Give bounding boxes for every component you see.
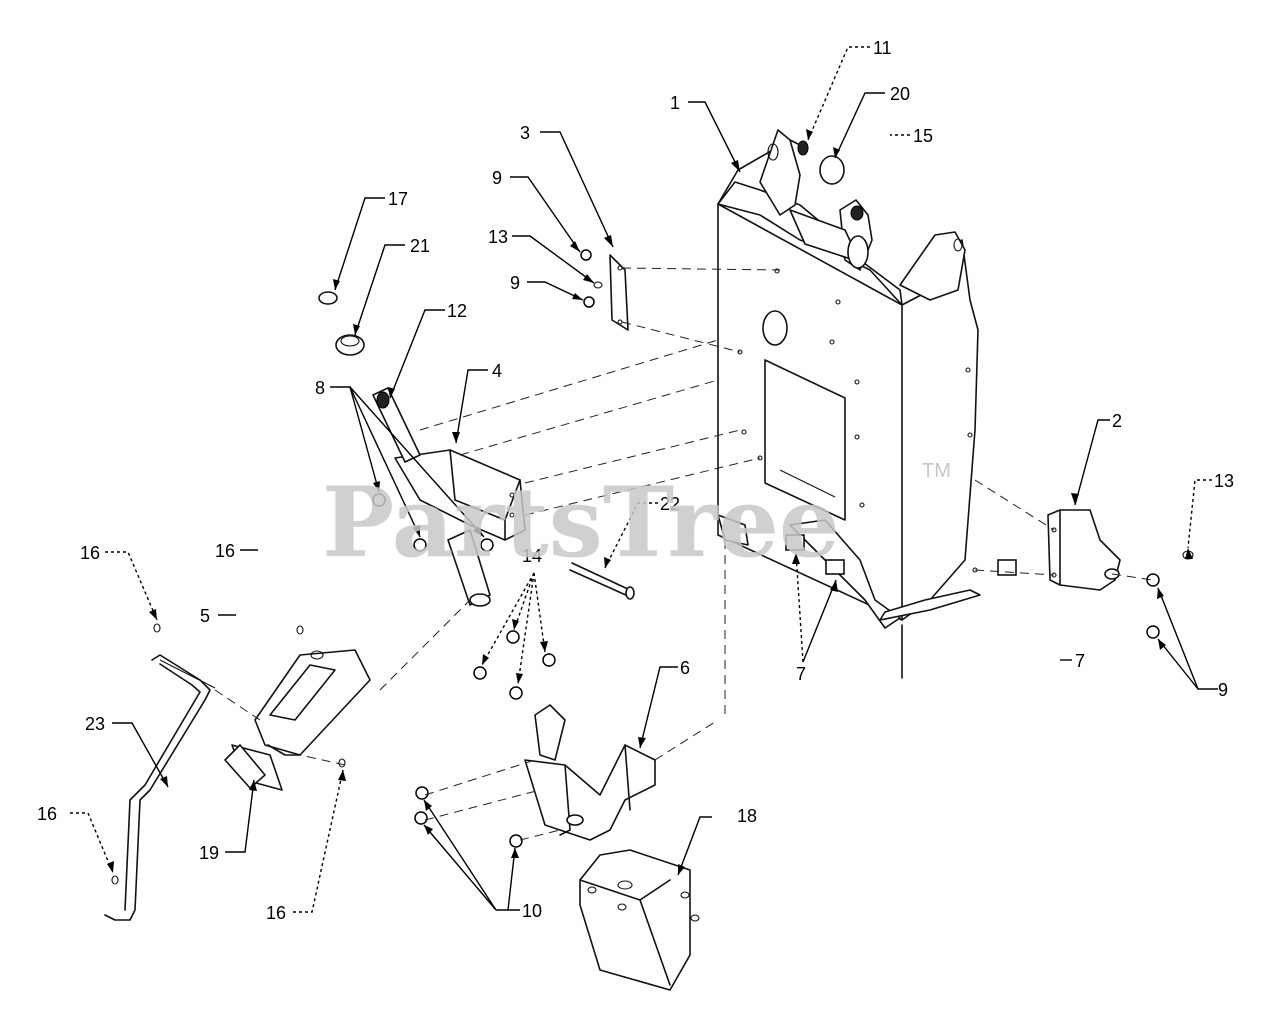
callout-18: 18 [737,806,757,826]
callout-11: 11 [873,38,892,58]
callout-12: 12 [447,301,467,321]
plate-part-3 [609,254,629,331]
callout-8: 8 [315,378,325,398]
pin-part-22 [569,562,635,600]
rod-part-23 [104,654,216,921]
bracket-part-4 [394,449,526,541]
callout-9-top: 9 [492,168,502,188]
bracket-part-6 [524,704,656,841]
block-part-18 [579,849,700,991]
callout-7-lower: 7 [796,664,806,684]
callout-10: 10 [522,901,542,921]
callout-14: 14 [522,546,542,566]
watermark-text: PartsTree [322,466,840,579]
callout-3: 3 [520,123,530,143]
callout-23: 23 [85,714,105,734]
arrowheads [107,129,1193,875]
assembly-lines [214,267,1154,841]
leader-lines [70,46,1218,913]
hardware-group [111,140,1194,885]
callout-17: 17 [388,189,408,209]
callout-7-right: 7 [1075,651,1085,671]
callout-16-lower: 16 [37,804,57,824]
bracket-part-2 [1047,509,1121,591]
pedal-part-5 [254,649,371,756]
callout-19: 19 [199,843,219,863]
callout-16-top: 16 [80,543,100,563]
shaft-part-12 [372,387,491,607]
callout-13-right: 13 [1214,471,1234,491]
callout-22: 22 [660,494,680,514]
callout-9-mid: 9 [510,273,520,293]
frame-part-1 [717,129,981,679]
watermark: PartsTree TM [322,460,951,579]
callout-16-mid: 16 [215,541,235,561]
callout-20: 20 [890,84,910,104]
callout-15: 15 [913,126,933,146]
callout-4: 4 [492,361,502,381]
callout-16-bottom: 16 [266,903,286,923]
callout-labels: 1 2 3 4 5 6 7 7 8 9 9 9 10 11 12 13 13 1… [37,38,1234,923]
callout-6: 6 [680,658,690,678]
trademark-symbol: TM [922,460,951,482]
callout-2: 2 [1112,411,1122,431]
callout-9-right: 9 [1218,680,1228,700]
pad-part-19 [224,744,283,791]
callout-13-top: 13 [488,227,508,247]
callout-1: 1 [670,93,680,113]
callout-5: 5 [200,606,210,626]
callout-21: 21 [410,236,430,256]
